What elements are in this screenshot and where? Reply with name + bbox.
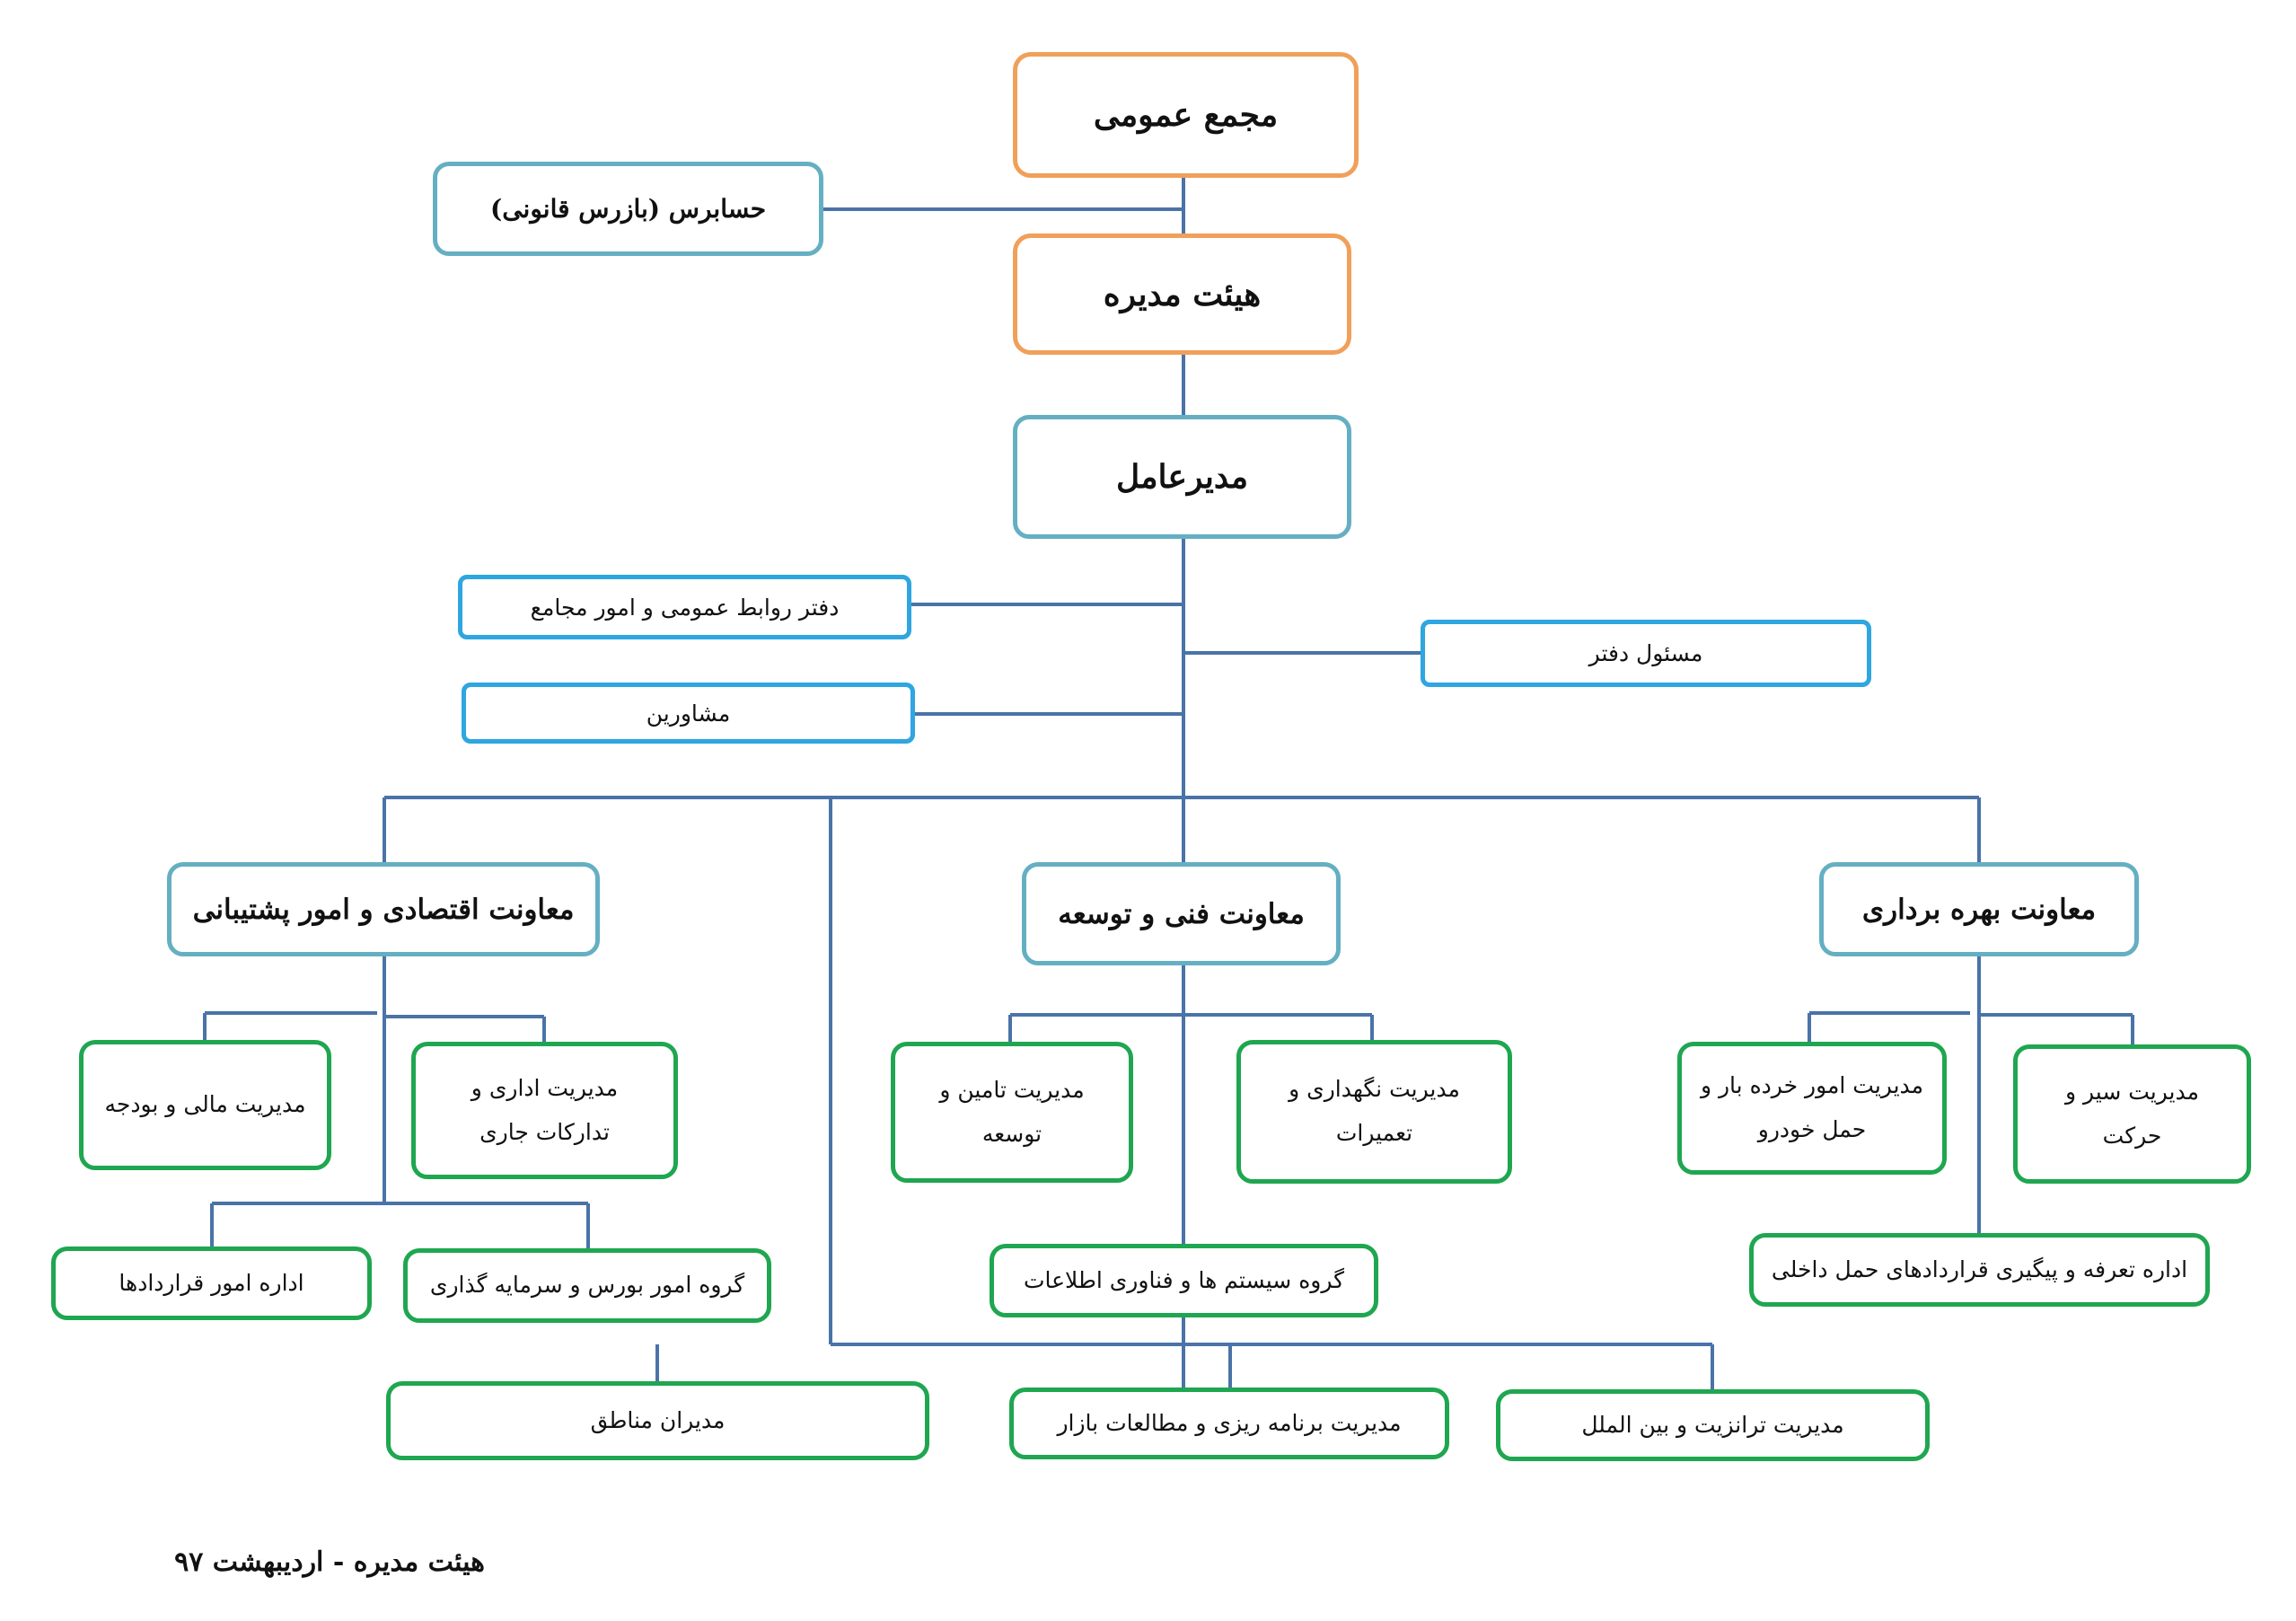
board-of-directors-box: هیئت مدیره: [1013, 233, 1351, 355]
stock-investment-group-box: گروه امور بورس و سرمایه گذاری: [403, 1248, 771, 1323]
contracts-office-box: اداره امور قراردادها: [51, 1247, 372, 1320]
maintenance-repairs-box: مدیریت نگهداری و تعمیرات: [1236, 1040, 1512, 1184]
footer-caption: هیئت مدیره - اردیبهشت ۹۷: [174, 1546, 485, 1578]
deputy-technical-development-box: معاونت فنی و توسعه: [1022, 862, 1341, 965]
public-relations-box: دفتر روابط عمومی و امور مجامع: [458, 575, 911, 639]
auditor-box: حسابرس (بازرس قانونی): [433, 162, 823, 256]
deputy-economic-support-box: معاونت اقتصادی و امور پشتیبانی: [167, 862, 600, 956]
it-systems-group-box: گروه سیستم ها و فناوری اطلاعات: [990, 1244, 1378, 1317]
advisors-box: مشاورین: [462, 683, 915, 744]
regional-managers-box: مدیران مناطق: [386, 1381, 929, 1460]
tariff-contracts-box: اداره تعرفه و پیگیری قراردادهای حمل داخل…: [1749, 1233, 2210, 1307]
admin-procurement-box: مدیریت اداری و تدارکات جاری: [411, 1042, 678, 1179]
ceo-box: مدیرعامل: [1013, 415, 1351, 539]
deputy-operations-box: معاونت بهره برداری: [1819, 862, 2139, 956]
general-assembly-box: مجمع عمومی: [1013, 52, 1359, 178]
retail-freight-box: مدیریت امور خرده بار و حمل خودرو: [1677, 1042, 1947, 1175]
transit-international-box: مدیریت ترانزیت و بین الملل: [1496, 1389, 1930, 1461]
planning-market-studies-box: مدیریت برنامه ریزی و مطالعات بازار: [1009, 1388, 1449, 1459]
supply-development-box: مدیریت تامین و توسعه: [891, 1042, 1133, 1183]
office-manager-box: مسئول دفتر: [1421, 620, 1871, 687]
finance-budget-box: مدیریت مالی و بودجه: [79, 1040, 331, 1170]
traffic-management-box: مدیریت سیر و حرکت: [2013, 1044, 2251, 1184]
